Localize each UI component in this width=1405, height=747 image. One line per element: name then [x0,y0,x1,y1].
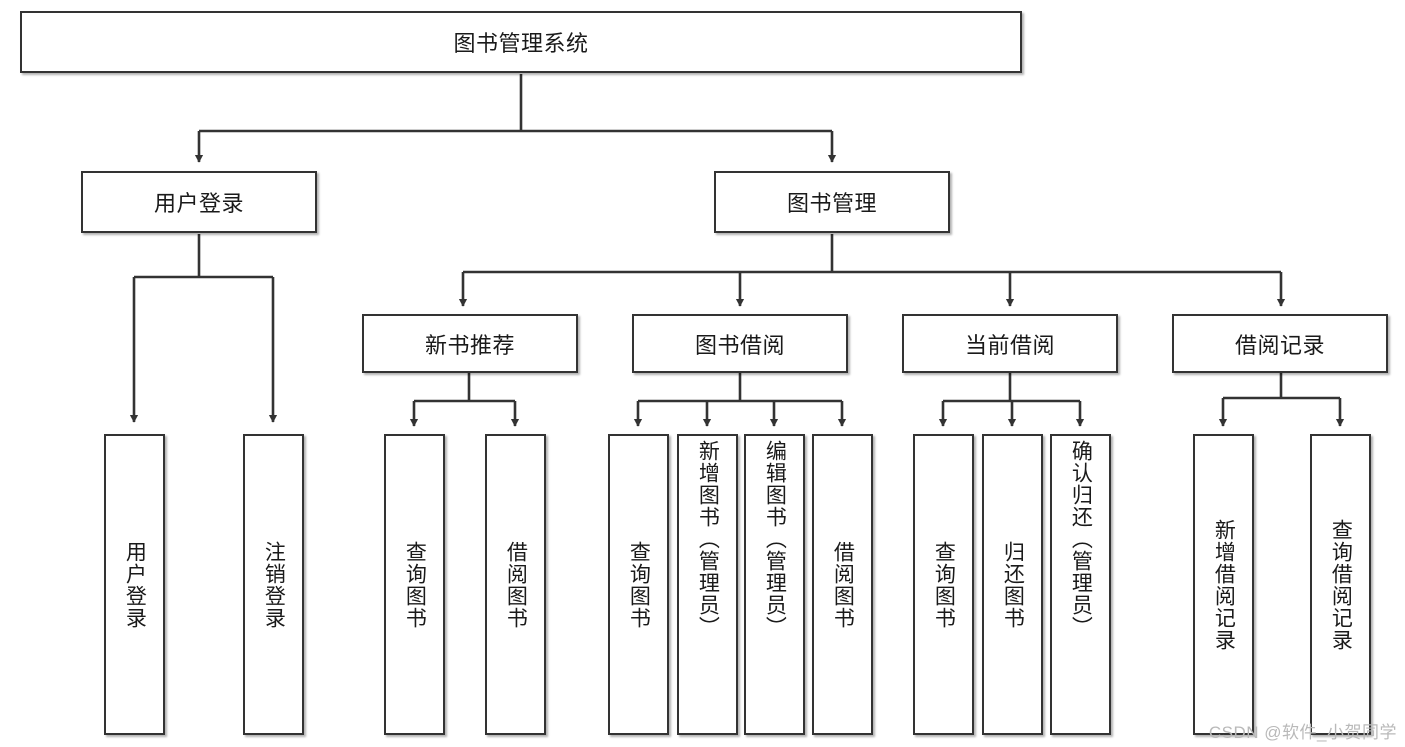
node-leaf-add-book[interactable]: 新增图书（管理员） [677,434,738,735]
node-root-label: 图书管理系统 [453,31,589,56]
node-new-book-recommend[interactable]: 新书推荐 [362,314,578,373]
node-current-borrow-label: 当前借阅 [964,332,1055,358]
node-leaf-query-book-1[interactable]: 查询图书 [384,434,445,735]
node-book-borrow[interactable]: 图书借阅 [632,314,848,373]
node-leaf-query-book-3[interactable]: 查询图书 [913,434,974,735]
node-leaf-return-book-label: 归还图书 [1001,540,1025,629]
node-leaf-edit-book-label: 编辑图书（管理员） [763,440,787,638]
node-leaf-confirm-return[interactable]: 确认归还（管理员） [1050,434,1111,735]
node-book-manage[interactable]: 图书管理 [714,171,950,233]
node-leaf-query-record[interactable]: 查询借阅记录 [1310,434,1371,735]
node-user-login[interactable]: 用户登录 [81,171,317,233]
node-leaf-add-book-label: 新增图书（管理员） [696,440,720,638]
node-leaf-query-book-1-label: 查询图书 [403,540,427,629]
node-borrow-record[interactable]: 借阅记录 [1172,314,1388,373]
node-book-borrow-label: 图书借阅 [694,332,785,358]
node-leaf-logout-label: 注销登录 [262,540,286,629]
node-leaf-query-book-2-label: 查询图书 [627,540,651,629]
node-leaf-confirm-return-label: 确认归还（管理员） [1069,440,1093,638]
node-new-book-recommend-label: 新书推荐 [424,332,515,358]
node-user-login-label: 用户登录 [153,191,244,216]
node-leaf-query-book-3-label: 查询图书 [932,540,956,629]
node-leaf-borrow-book-1[interactable]: 借阅图书 [485,434,546,735]
node-leaf-user-login-label: 用户登录 [123,540,147,629]
node-leaf-query-record-label: 查询借阅记录 [1329,518,1353,651]
node-leaf-add-record-label: 新增借阅记录 [1212,518,1236,651]
node-leaf-edit-book[interactable]: 编辑图书（管理员） [744,434,805,735]
node-leaf-return-book[interactable]: 归还图书 [982,434,1043,735]
node-root[interactable]: 图书管理系统 [20,11,1022,73]
node-leaf-query-book-2[interactable]: 查询图书 [608,434,669,735]
node-leaf-logout[interactable]: 注销登录 [243,434,304,735]
node-leaf-user-login[interactable]: 用户登录 [104,434,165,735]
node-current-borrow[interactable]: 当前借阅 [902,314,1118,373]
node-leaf-borrow-book-2-label: 借阅图书 [831,540,855,629]
node-book-manage-label: 图书管理 [786,191,877,216]
node-leaf-borrow-book-1-label: 借阅图书 [504,540,528,629]
node-leaf-add-record[interactable]: 新增借阅记录 [1193,434,1254,735]
node-borrow-record-label: 借阅记录 [1234,332,1325,358]
node-leaf-borrow-book-2[interactable]: 借阅图书 [812,434,873,735]
